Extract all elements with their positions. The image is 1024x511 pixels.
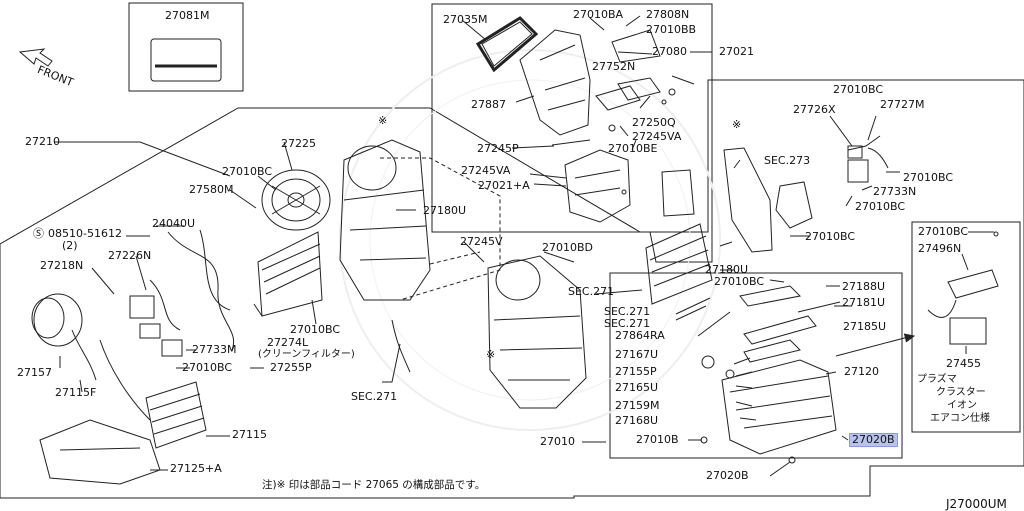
part-label-27864RA[interactable]: 27864RA: [615, 329, 665, 342]
part-label-27181U[interactable]: 27181U: [842, 296, 886, 309]
part-label-27115[interactable]: 27115: [232, 428, 267, 441]
group-box-27021: [431, 3, 713, 263]
part-label-27010BB[interactable]: 27010BB: [646, 23, 697, 36]
part-label-27021A[interactable]: 27021+A: [478, 179, 530, 192]
part-label-27167U[interactable]: 27167U: [615, 348, 659, 361]
part-label-27010BC-h[interactable]: 27010BC: [714, 275, 765, 288]
asterisk-mark: ※: [378, 114, 387, 127]
part-label-27580M[interactable]: 27580M: [189, 183, 234, 196]
part-label-27020B[interactable]: 27020B: [706, 469, 749, 482]
part-label-27010BD[interactable]: 27010BD: [542, 241, 594, 254]
part-label-27180U-a[interactable]: 27180U: [423, 204, 467, 217]
asterisk-mark: ※: [732, 118, 741, 131]
part-label-27733N[interactable]: 27733N: [873, 185, 917, 198]
part-label-27165U[interactable]: 27165U: [615, 381, 659, 394]
part-label-27188U[interactable]: 27188U: [842, 280, 886, 293]
section-ref-271-right-a[interactable]: SEC.271: [604, 305, 651, 318]
part-label-27226N[interactable]: 27226N: [108, 249, 152, 262]
group-box-plasma: [911, 221, 1021, 433]
plasma-note-line3: イオン: [947, 400, 977, 411]
circle-s-icon: Ⓢ: [33, 227, 44, 240]
plasma-note-line1: プラズマ: [917, 374, 957, 385]
part-label-27159M[interactable]: 27159M: [615, 399, 660, 412]
part-label-27010[interactable]: 27010: [540, 435, 575, 448]
asterisk-mark: ※: [486, 348, 495, 361]
group-box-27010: [609, 272, 903, 459]
part-label-27125A[interactable]: 27125+A: [170, 462, 222, 475]
part-label-27752N[interactable]: 27752N: [592, 60, 636, 73]
part-label-24040U[interactable]: 24040U: [152, 217, 196, 230]
part-label-27010BC-d[interactable]: 27010BC: [833, 83, 884, 96]
part-label-27185U[interactable]: 27185U: [843, 320, 887, 333]
group-box-27210: [0, 79, 1024, 499]
part-label-27255P[interactable]: 27255P: [270, 361, 312, 374]
part-quantity-08510: (2): [62, 239, 78, 252]
part-label-27210[interactable]: 27210: [25, 135, 60, 148]
section-ref-273[interactable]: SEC.273: [764, 154, 811, 167]
part-label-27168U[interactable]: 27168U: [615, 414, 659, 427]
part-label-27727M[interactable]: 27727M: [880, 98, 925, 111]
part-label-27080[interactable]: 27080: [652, 45, 687, 58]
part-label-27010BC-a[interactable]: 27010BC: [222, 165, 273, 178]
part-label-27808N[interactable]: 27808N: [646, 8, 690, 21]
part-label-27157[interactable]: 27157: [17, 366, 52, 379]
part-label-27020B-highlighted[interactable]: 27020B: [849, 433, 898, 447]
part-label-27115F[interactable]: 27115F: [55, 386, 97, 399]
part-label-27245VA-bottom[interactable]: 27245VA: [461, 164, 511, 177]
part-label-27035M[interactable]: 27035M: [443, 13, 488, 26]
part-label-27155P[interactable]: 27155P: [615, 365, 657, 378]
part-label-27081M[interactable]: 27081M: [165, 9, 210, 22]
part-label-27010BC-g[interactable]: 27010BC: [805, 230, 856, 243]
section-ref-271-lower[interactable]: SEC.271: [351, 390, 398, 403]
part-label-27274L[interactable]: 27274L: [267, 336, 309, 349]
part-label-27218N[interactable]: 27218N: [40, 259, 84, 272]
footnote: 注)※ 印は部品コード 27065 の構成部品です。: [262, 479, 486, 491]
part-label-27010BC-i[interactable]: 27010BC: [918, 225, 969, 238]
part-label-27225[interactable]: 27225: [281, 137, 316, 150]
part-note-clean-filter: (クリーンフィルター): [258, 349, 355, 360]
part-label-27455[interactable]: 27455: [946, 357, 981, 370]
part-label-27496N[interactable]: 27496N: [918, 242, 962, 255]
part-label-27010B[interactable]: 27010B: [636, 433, 679, 446]
part-label-27010BC-c[interactable]: 27010BC: [182, 361, 233, 374]
plasma-note-line2: クラスター: [936, 387, 986, 398]
part-label-27245V[interactable]: 27245V: [460, 235, 503, 248]
part-label-27733M[interactable]: 27733M: [192, 343, 237, 356]
diagram-id: J27000UM: [946, 497, 1007, 511]
part-label-27245VA-top[interactable]: 27245VA: [632, 130, 682, 143]
label-box-27081M: [128, 2, 244, 92]
part-label-27010BA[interactable]: 27010BA: [573, 8, 624, 21]
part-label-27887[interactable]: 27887: [471, 98, 506, 111]
section-ref-271-mid[interactable]: SEC.271: [568, 285, 615, 298]
part-label-27010BE[interactable]: 27010BE: [608, 142, 658, 155]
part-label-27010BC-e[interactable]: 27010BC: [903, 171, 954, 184]
part-label-27726X[interactable]: 27726X: [793, 103, 836, 116]
part-label-27250Q[interactable]: 27250Q: [632, 116, 676, 129]
part-label-27120[interactable]: 27120: [844, 365, 879, 378]
part-label-08510-51612[interactable]: 08510-51612: [48, 227, 122, 240]
front-arrow-icon: [18, 48, 53, 67]
part-label-27180U-b[interactable]: 27180U: [705, 263, 749, 276]
section-ref-271-right-b[interactable]: SEC.271: [604, 317, 651, 330]
part-label-27021[interactable]: 27021: [719, 45, 754, 58]
part-label-27245P[interactable]: 27245P: [477, 142, 519, 155]
part-label-27010BC-b[interactable]: 27010BC: [290, 323, 341, 336]
plasma-note-line4: エアコン仕様: [930, 413, 990, 424]
part-label-27010BC-f[interactable]: 27010BC: [855, 200, 906, 213]
